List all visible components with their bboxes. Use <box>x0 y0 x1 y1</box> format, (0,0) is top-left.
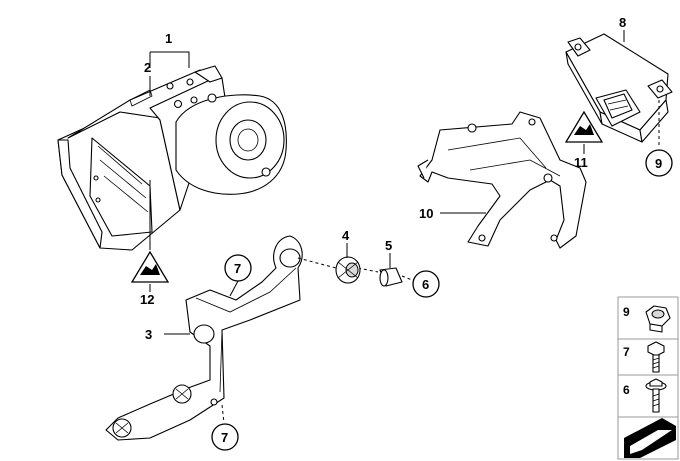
legend-number: 9 <box>623 305 630 319</box>
callout-label: 2 <box>144 60 151 75</box>
rubber-grommet[interactable] <box>335 256 361 284</box>
spacer-sleeve[interactable] <box>379 267 403 287</box>
leader-7b <box>221 404 225 424</box>
callout-label: 6 <box>422 277 429 292</box>
nut-icon <box>645 305 671 333</box>
callout-label: 5 <box>385 238 392 253</box>
leader-dash-grommet <box>297 257 413 281</box>
callout-12[interactable]: 12 <box>140 292 154 307</box>
callout-label: 7 <box>234 261 241 276</box>
callout-8[interactable]: 8 <box>619 15 626 30</box>
callout-label: 12 <box>140 292 154 307</box>
warning-label-11-icon[interactable] <box>564 110 604 143</box>
callout-6[interactable]: 6 <box>412 270 440 298</box>
warning-label-12-icon[interactable] <box>130 250 170 283</box>
callout-4[interactable]: 4 <box>342 228 350 243</box>
callout-7-top[interactable]: 7 <box>224 254 252 282</box>
callout-7-bottom[interactable]: 7 <box>211 423 239 451</box>
direction-arrow-icon <box>624 418 676 458</box>
callout-label: 3 <box>145 327 152 342</box>
callout-label: 1 <box>165 31 172 46</box>
control-unit-bracket[interactable] <box>417 111 587 249</box>
callout-label: 9 <box>655 156 662 171</box>
callout-label: 10 <box>419 206 433 221</box>
callout-label: 8 <box>619 15 626 30</box>
callout-9[interactable]: 9 <box>645 149 673 177</box>
callout-label: 4 <box>342 228 350 243</box>
callout-3[interactable]: 3 <box>145 327 152 342</box>
callout-label: 7 <box>221 430 228 445</box>
mounting-bracket[interactable] <box>105 235 303 441</box>
leader-7a <box>229 280 239 297</box>
legend-number: 6 <box>623 383 630 397</box>
callout-2[interactable]: 2 <box>144 60 151 75</box>
callout-5[interactable]: 5 <box>385 238 392 253</box>
callout-11[interactable]: 11 <box>574 155 588 170</box>
callout-1[interactable]: 1 <box>165 31 172 46</box>
control-unit[interactable] <box>565 33 673 143</box>
legend-number: 7 <box>623 345 630 359</box>
abs-hydraulic-unit[interactable] <box>57 65 287 251</box>
fastener-legend: 9 7 6 <box>617 296 679 460</box>
leader-1 <box>149 51 190 68</box>
callout-label: 11 <box>574 155 588 170</box>
callout-10[interactable]: 10 <box>419 206 433 221</box>
bolt-icon <box>647 341 665 373</box>
collar-bolt-icon <box>645 378 667 413</box>
